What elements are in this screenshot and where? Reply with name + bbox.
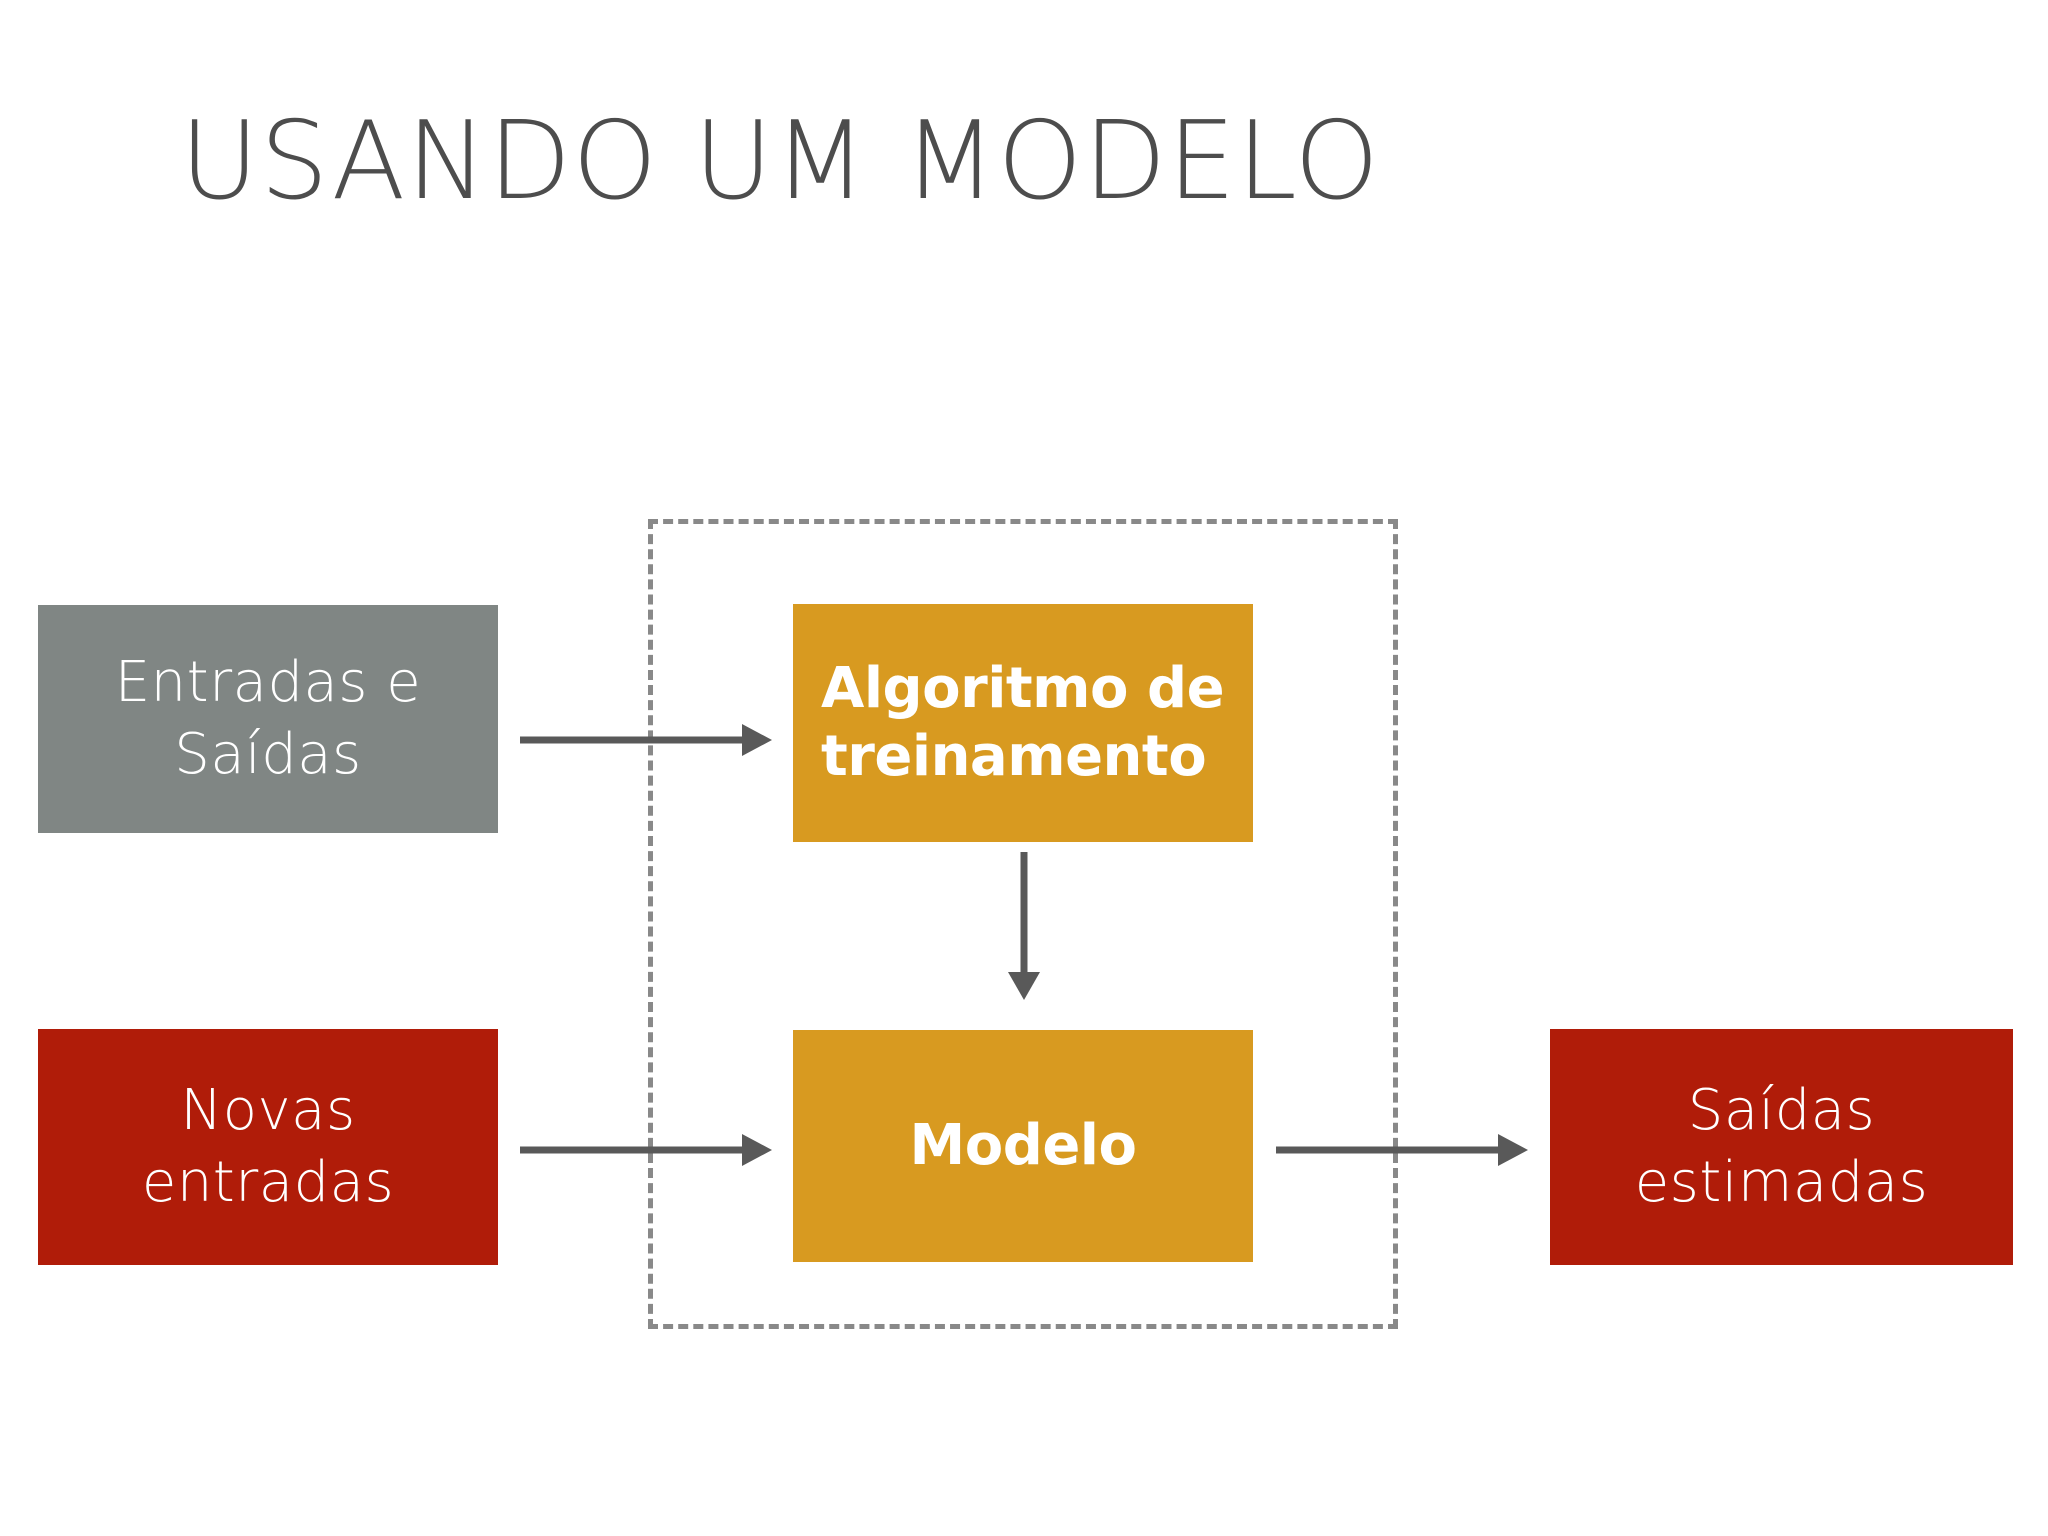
arrow-new-inputs-to-model-icon [518, 1128, 774, 1172]
page-title: USANDO UM MODELO [179, 99, 1381, 224]
node-model-label: Modelo [909, 1112, 1137, 1178]
node-training-algorithm-label: Algoritmo de treinamento [821, 655, 1225, 789]
arrow-training-algorithm-to-model-icon [1002, 850, 1046, 1002]
node-new-inputs: Novas entradas [38, 1029, 498, 1265]
arrow-inputs-to-training-algorithm-icon [518, 718, 774, 762]
training-group-dashed-border [648, 519, 1398, 1329]
node-estimated-outputs: Saídas estimadas [1550, 1029, 2013, 1265]
node-inputs-outputs: Entradas e Saídas [38, 605, 498, 833]
node-new-inputs-label: Novas entradas [141, 1078, 395, 1215]
node-model: Modelo [793, 1030, 1253, 1262]
arrow-model-to-estimated-outputs-icon [1274, 1128, 1530, 1172]
node-training-algorithm: Algoritmo de treinamento [793, 604, 1253, 842]
node-estimated-outputs-label: Saídas estimadas [1634, 1078, 1929, 1215]
node-inputs-outputs-label: Entradas e Saídas [114, 650, 422, 787]
